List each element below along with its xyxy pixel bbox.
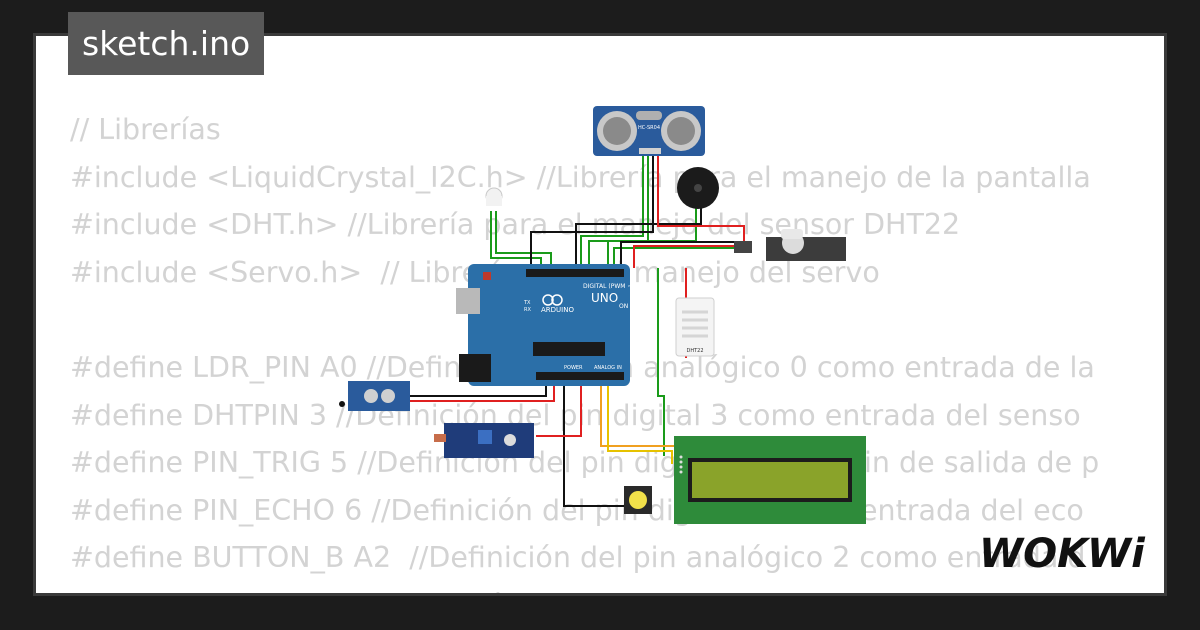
on-label: ON	[619, 303, 628, 310]
wire-black	[563, 376, 631, 507]
ldr-module	[434, 423, 534, 458]
wire-red	[633, 245, 744, 268]
wire-green	[495, 211, 552, 268]
arduino-uno: DIGITAL (PWM ~) UNO ARDUINO ON TX RX POW…	[456, 264, 635, 386]
wokwi-logo-text: WOKWi	[979, 531, 1146, 577]
buzzer	[677, 167, 719, 209]
dht22-sensor: DHT22	[675, 297, 715, 357]
analog-label: ANALOG IN	[594, 365, 622, 371]
sensor-module	[339, 381, 410, 411]
code-line: #define DHTPIN 3 //Definición del pin di…	[70, 398, 1081, 432]
code-line: // Librerías	[70, 113, 221, 146]
servo	[734, 229, 846, 261]
wire-red	[657, 156, 745, 245]
power-label: POWER	[564, 365, 583, 371]
push-button	[624, 486, 652, 514]
tx-label: TX	[523, 300, 531, 306]
board-brand: ARDUINO	[541, 306, 574, 314]
code-line: #define BUTTON_B A2 //Definición del pin…	[70, 541, 1086, 575]
code-preview: // Librerías#include <LiquidCrystal_I2C.…	[70, 106, 1164, 593]
code-line: #include <DHT.h> //Librería para el mane…	[70, 208, 961, 242]
wire-green	[588, 156, 649, 268]
wire-green	[490, 211, 542, 268]
wire-green	[580, 156, 644, 268]
ultrasonic-label: HC-SR04	[638, 125, 660, 131]
wokwi-logo: WOKWi	[979, 531, 1146, 577]
wire-black	[530, 156, 654, 268]
dht22-label: DHT22	[686, 348, 703, 354]
ultrasonic-sensor: HC-SR04	[593, 106, 705, 156]
digital-label: DIGITAL (PWM ~)	[583, 283, 635, 290]
wire-black	[620, 241, 741, 268]
led	[485, 187, 503, 206]
board-model: UNO	[591, 291, 618, 305]
wire-black	[575, 206, 702, 268]
tab-sketch[interactable]: sketch.ino	[68, 12, 265, 75]
rx-label: RX	[524, 307, 531, 313]
circuit-diagram: HC-SR04 DIGITAL (P	[339, 106, 866, 524]
wire-yellow	[607, 376, 673, 464]
preview-card: // Librerías#include <LiquidCrystal_I2C.…	[33, 33, 1167, 596]
wire-red	[536, 376, 582, 437]
wire-green	[657, 268, 665, 456]
lcd-display	[674, 436, 866, 524]
code-line: #define red_led 10 //Definición del pin …	[70, 582, 1164, 593]
wire-green	[613, 247, 741, 268]
